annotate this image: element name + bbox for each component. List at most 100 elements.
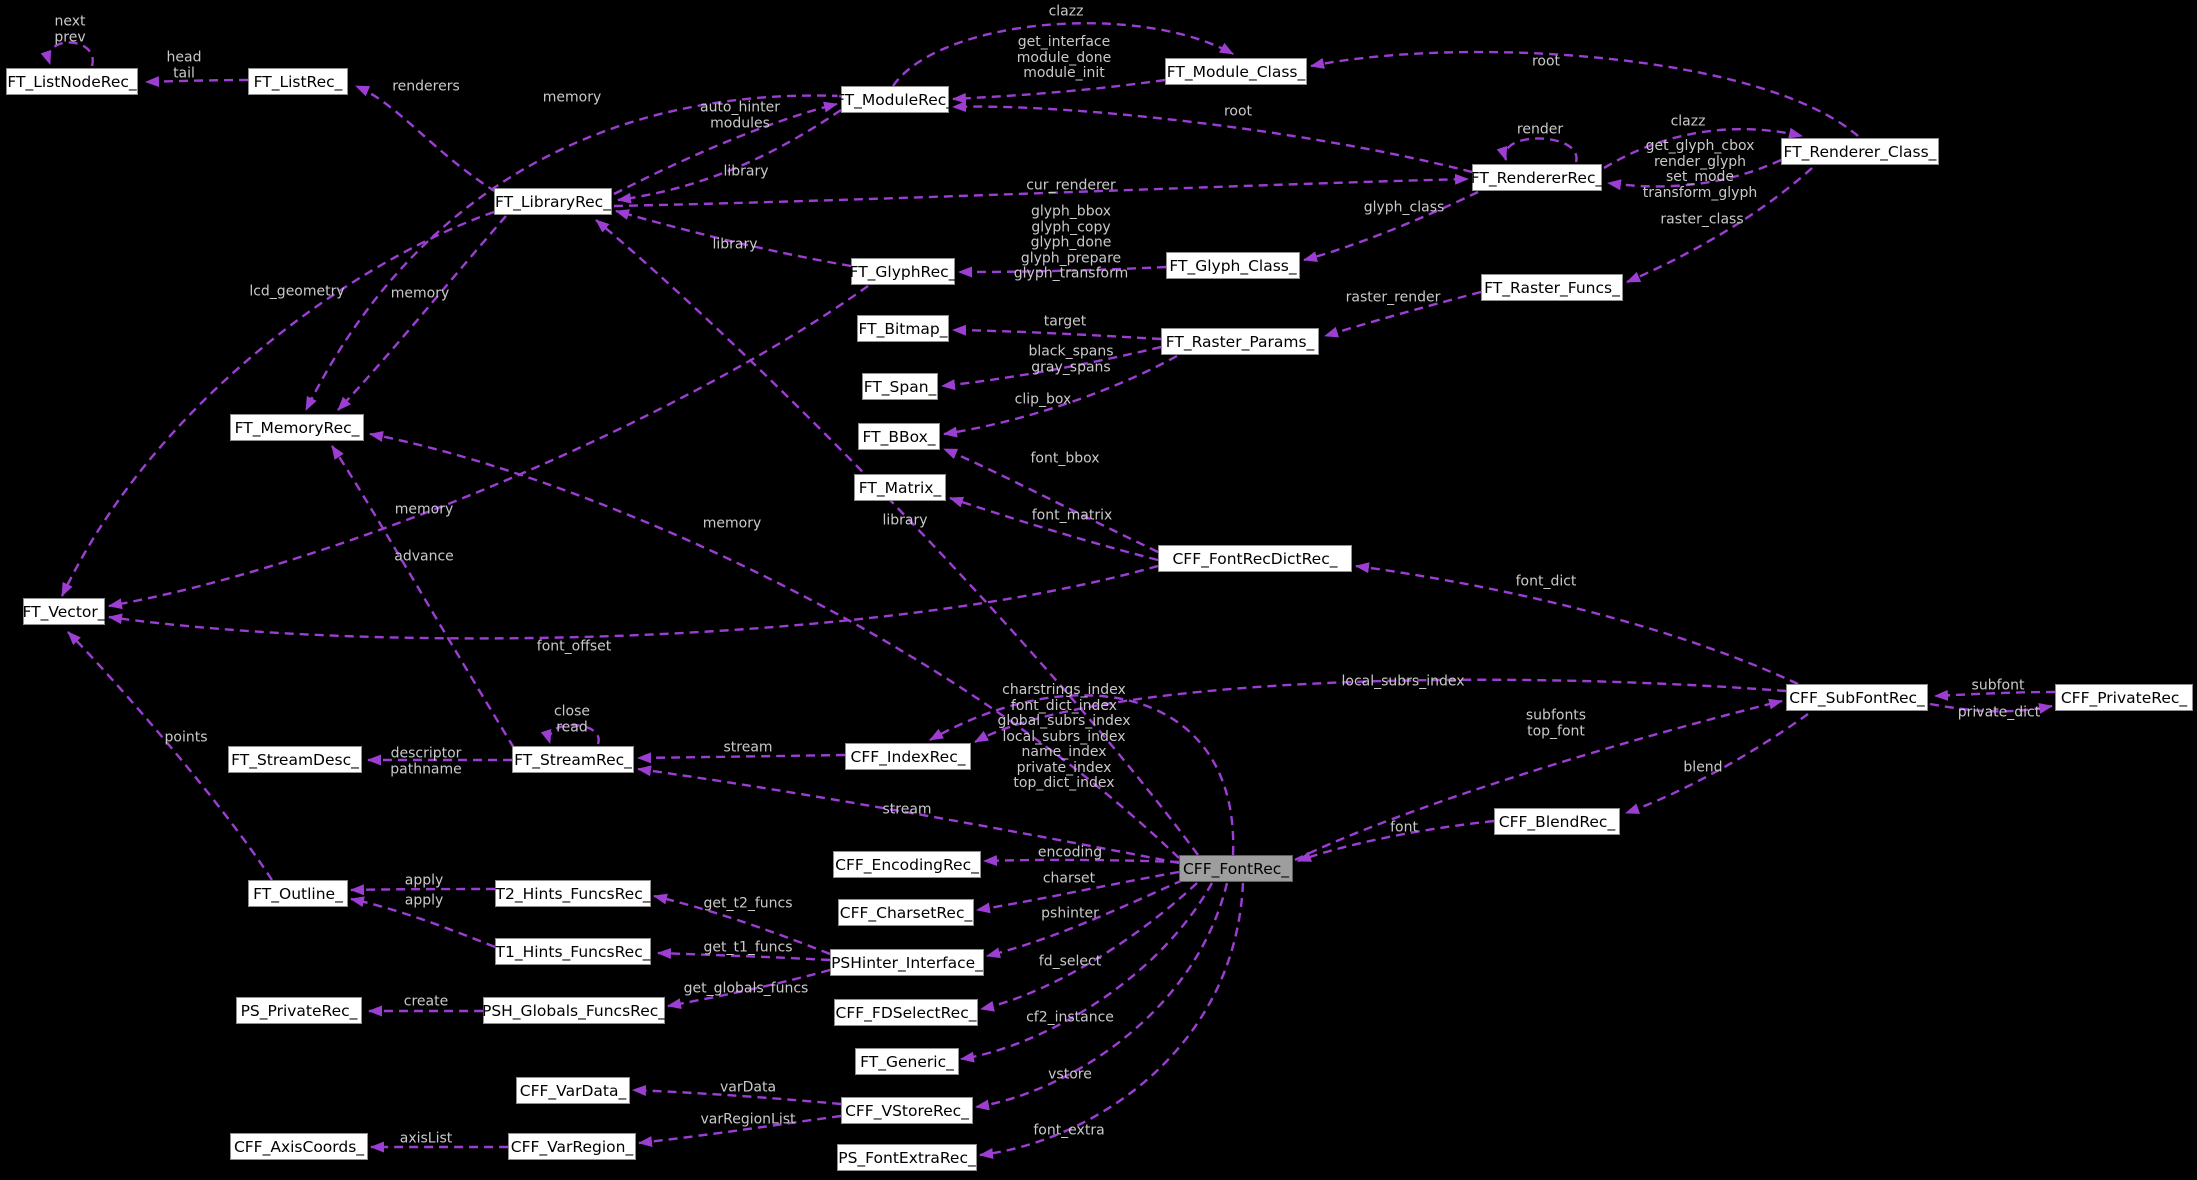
edge-label-apply-t2: apply [404, 872, 444, 889]
node-ft-glyphrec[interactable]: FT_GlyphRec_ [850, 258, 956, 285]
node-cff-encodingrec[interactable]: CFF_EncodingRec_ [833, 851, 981, 878]
edge-label-get-globals-funcs: get_globals_funcs [683, 980, 809, 997]
edge-label-font-extra: font_extra [1033, 1122, 1105, 1139]
edge-label-renderers: renderers [392, 78, 460, 95]
node-ft-matrix[interactable]: FT_Matrix_ [854, 474, 946, 501]
node-t1-hints-funcsrec[interactable]: T1_Hints_FuncsRec_ [495, 938, 651, 965]
edge-label-clazz-renderer: clazz [1670, 113, 1706, 130]
node-ft-listnoderec[interactable]: FT_ListNodeRec_ [6, 68, 138, 95]
edge-label-next-prev: next prev [54, 13, 86, 45]
edge-label-get-glyph-cbox: get_glyph_cbox render_glyph set_mode tra… [1642, 138, 1758, 201]
edge-label-subfont: subfont [1971, 677, 2025, 694]
node-ft-rendererrec[interactable]: FT_RendererRec_ [1471, 164, 1603, 191]
edge-label-charset: charset [1042, 870, 1096, 887]
edge-label-clip-box: clip_box [1014, 391, 1072, 408]
edge-label-create: create [403, 993, 449, 1010]
edge-label-get-t1-funcs: get_t1_funcs [703, 939, 793, 956]
edge-label-raster-class: raster_class [1660, 211, 1744, 228]
edge-label-lcd-geometry: lcd_geometry [249, 283, 345, 300]
node-cff-charsetrec[interactable]: CFF_CharsetRec_ [838, 899, 974, 926]
edge-label-target: target [1043, 313, 1087, 330]
edge-label-axislist: axisList [399, 1130, 453, 1147]
edge-label-fd-select: fd_select [1038, 953, 1102, 970]
edge-label-font-matrix: font_matrix [1031, 507, 1113, 524]
edge-label-stream-fontrec: stream [882, 801, 932, 818]
edge-label-descriptor-pathname: descriptor pathname [390, 745, 462, 777]
edge-label-head-tail: head tail [166, 49, 202, 81]
edge-label-get-interface: get_interface module_done module_init [1016, 33, 1112, 81]
edge-label-render: render [1516, 121, 1564, 138]
node-cff-axiscoords[interactable]: CFF_AxisCoords_ [230, 1133, 368, 1160]
node-pshinter-interface[interactable]: PSHinter_Interface_ [830, 949, 984, 976]
edge-label-library-module: library [723, 163, 769, 180]
edge-label-points: points [164, 729, 208, 746]
edge-label-local-subrs-index: local_subrs_index [1341, 673, 1465, 690]
node-ft-outline[interactable]: FT_Outline_ [248, 880, 348, 907]
node-t2-hints-funcsrec[interactable]: T2_Hints_FuncsRec_ [495, 880, 651, 907]
node-ft-modulerec[interactable]: FT_ModuleRec_ [836, 86, 954, 113]
edge-label-font-offset: font_offset [536, 638, 612, 655]
edge-label-vstore: vstore [1048, 1066, 1092, 1083]
node-cff-privaterec[interactable]: CFF_PrivateRec_ [2055, 684, 2193, 711]
edge-label-memory-library: memory [390, 285, 450, 302]
node-ft-memoryrec[interactable]: FT_MemoryRec_ [230, 414, 364, 441]
edge-label-close-read: close read [553, 703, 591, 735]
node-ft-generic[interactable]: FT_Generic_ [855, 1048, 959, 1075]
node-ps-fontextrarec[interactable]: PS_FontExtraRec_ [837, 1144, 977, 1171]
edge-label-subfonts-top-font: subfonts top_font [1525, 707, 1587, 739]
edge-label-cur-renderer: cur_renderer [1026, 177, 1116, 194]
node-cff-blendrec[interactable]: CFF_BlendRec_ [1494, 808, 1620, 835]
edge-label-clazz-module: clazz [1048, 3, 1084, 20]
node-cff-varregion[interactable]: CFF_VarRegion_ [508, 1133, 636, 1160]
node-ft-listrec[interactable]: FT_ListRec_ [248, 68, 348, 95]
edge-label-glyph-class: glyph_class [1363, 199, 1445, 216]
node-ft-module-class[interactable]: FT_Module_Class_ [1165, 58, 1307, 85]
node-ft-streamdesc[interactable]: FT_StreamDesc_ [228, 746, 362, 773]
edge-label-memory-module: memory [542, 89, 602, 106]
node-ft-renderer-class[interactable]: FT_Renderer_Class_ [1781, 138, 1939, 165]
edge-label-library-glyph: library [712, 236, 758, 253]
edge-label-memory-fontrec: memory [702, 515, 762, 532]
edge-label-stream-index: stream [723, 739, 773, 756]
node-psh-globals-funcsrec[interactable]: PSH_Globals_FuncsRec_ [482, 997, 666, 1024]
edge-label-vardata: varData [719, 1079, 777, 1096]
edge-label-raster-render: raster_render [1345, 289, 1441, 306]
edge-label-memory-stream: memory [394, 501, 454, 518]
edge-label-pshinter: pshinter [1041, 905, 1099, 922]
edge-label-spans: black_spans gray_spans [1028, 343, 1114, 375]
edge-label-font-dict: font_dict [1515, 573, 1577, 590]
edge-label-font: font [1390, 819, 1418, 836]
edge-label-glyph-funcs: glyph_bbox glyph_copy glyph_done glyph_p… [1013, 203, 1129, 282]
edge-label-encoding: encoding [1037, 844, 1103, 861]
edge-label-varregionlist: varRegionList [700, 1111, 796, 1128]
node-ft-bbox[interactable]: FT_BBox_ [858, 423, 940, 450]
edge-label-root-renderer: root [1223, 103, 1253, 120]
node-ft-bitmap[interactable]: FT_Bitmap_ [857, 315, 949, 342]
edge-label-font-bbox: font_bbox [1030, 450, 1100, 467]
node-cff-fdselectrec[interactable]: CFF_FDSelectRec_ [834, 999, 978, 1026]
edge-label-index-list: charstrings_index font_dict_index global… [997, 681, 1131, 791]
node-cff-indexrec[interactable]: CFF_IndexRec_ [845, 743, 971, 770]
edge-label-advance: advance [394, 548, 454, 565]
node-cff-vstorerec[interactable]: CFF_VStoreRec_ [841, 1097, 973, 1124]
node-ft-glyph-class[interactable]: FT_Glyph_Class_ [1166, 252, 1300, 279]
node-cff-vardata[interactable]: CFF_VarData_ [516, 1077, 630, 1104]
node-ft-raster-params[interactable]: FT_Raster_Params_ [1161, 328, 1319, 355]
edge-label-get-t2-funcs: get_t2_funcs [703, 895, 793, 912]
edge-label-cf2-instance: cf2_instance [1026, 1009, 1114, 1026]
node-ft-span[interactable]: FT_Span_ [862, 373, 938, 400]
node-ft-vector[interactable]: FT_Vector_ [23, 598, 106, 625]
node-cff-subfontrec[interactable]: CFF_SubFontRec_ [1786, 684, 1928, 711]
node-ft-raster-funcs[interactable]: FT_Raster_Funcs_ [1481, 274, 1623, 301]
edge-label-root-class: root [1531, 53, 1561, 70]
node-ft-streamrec[interactable]: FT_StreamRec_ [512, 746, 634, 773]
edge-label-auto-hinter-modules: auto_hinter modules [699, 99, 781, 131]
node-ft-libraryrec[interactable]: FT_LibraryRec_ [494, 188, 612, 215]
node-cff-fontrecdictrec[interactable]: CFF_FontRecDictRec_ [1158, 545, 1352, 572]
edge-label-private-dict: private_dict [1957, 704, 2041, 721]
node-ps-privaterec[interactable]: PS_PrivateRec_ [236, 997, 362, 1024]
node-cff-fontrec: CFF_FontRec_ [1179, 855, 1293, 882]
edge-label-blend: blend [1683, 759, 1723, 776]
